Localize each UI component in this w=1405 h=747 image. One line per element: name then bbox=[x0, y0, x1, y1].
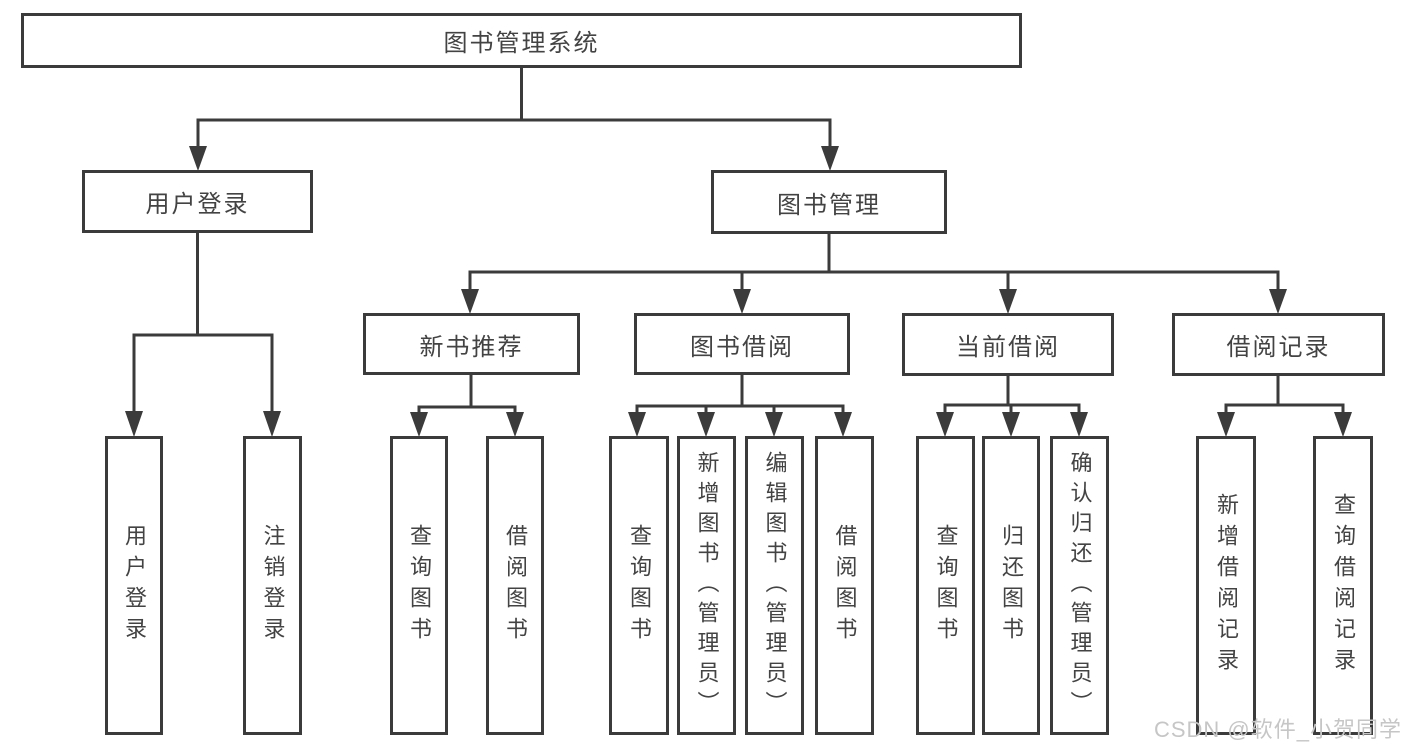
connector-newrec-to-leaves bbox=[417, 375, 517, 414]
node-book-borrow-label: 图书借阅 bbox=[690, 333, 794, 361]
connector-bookmgmt-to-level3 bbox=[468, 234, 1280, 291]
leaf-query-borrow-record-label: 查询借阅记录 bbox=[1331, 492, 1356, 679]
node-user-login: 用户登录 bbox=[82, 170, 313, 233]
arrowhead-icon bbox=[461, 289, 479, 314]
leaf-add-borrow-record: 新增借阅记录 bbox=[1196, 436, 1256, 735]
leaf-bookborrow-query-book: 查询图书 bbox=[609, 436, 669, 735]
leaf-user-login-label: 用户登录 bbox=[122, 523, 147, 648]
arrowhead-icon bbox=[1217, 412, 1235, 437]
leaf-return-book: 归还图书 bbox=[982, 436, 1040, 735]
node-new-book-recommend: 新书推荐 bbox=[363, 313, 580, 375]
arrowhead-icon bbox=[999, 289, 1017, 314]
connector-currentborrow-to-leaves bbox=[943, 376, 1081, 414]
csdn-watermark: CSDN @软件_小贺同学 bbox=[1153, 717, 1402, 742]
connector-borrowrecord-to-leaves bbox=[1224, 376, 1345, 414]
leaf-confirm-return-admin: 确认归还（管理员） bbox=[1050, 436, 1109, 735]
leaf-add-book-admin-label: 新增图书（管理员） bbox=[694, 450, 720, 721]
node-book-management: 图书管理 bbox=[711, 170, 947, 234]
leaf-add-book-admin: 新增图书（管理员） bbox=[677, 436, 736, 735]
connector-userlogin-to-leaves bbox=[132, 233, 274, 413]
connector-root-to-level2 bbox=[196, 68, 832, 147]
node-current-borrow: 当前借阅 bbox=[902, 313, 1114, 376]
arrow-heads bbox=[125, 146, 1352, 437]
node-new-book-recommend-label: 新书推荐 bbox=[419, 333, 524, 361]
leaf-logout-label: 注销登录 bbox=[260, 523, 286, 648]
leaf-currentborrow-query-book: 查询图书 bbox=[916, 436, 975, 735]
leaf-bookborrow-query-book-label: 查询图书 bbox=[627, 523, 652, 648]
arrowhead-icon bbox=[189, 146, 207, 171]
node-book-management-label: 图书管理 bbox=[777, 191, 881, 219]
leaf-edit-book-admin-label: 编辑图书（管理员） bbox=[762, 450, 788, 721]
leaf-newrec-borrow-book: 借阅图书 bbox=[486, 436, 544, 735]
leaf-logout: 注销登录 bbox=[243, 436, 302, 735]
leaf-edit-book-admin: 编辑图书（管理员） bbox=[745, 436, 804, 735]
node-book-borrow: 图书借阅 bbox=[634, 313, 850, 375]
leaf-newrec-query-book-label: 查询图书 bbox=[407, 523, 432, 648]
arrowhead-icon bbox=[733, 289, 751, 314]
arrowhead-icon bbox=[834, 412, 852, 437]
leaf-currentborrow-query-book-label: 查询图书 bbox=[933, 523, 959, 648]
leaf-newrec-borrow-book-label: 借阅图书 bbox=[503, 523, 528, 648]
leaf-add-borrow-record-label: 新增借阅记录 bbox=[1214, 492, 1239, 679]
arrowhead-icon bbox=[125, 411, 143, 437]
arrowhead-icon bbox=[821, 146, 839, 171]
leaf-bookborrow-borrow-book: 借阅图书 bbox=[815, 436, 874, 735]
arrowhead-icon bbox=[765, 412, 783, 437]
leaf-newrec-query-book: 查询图书 bbox=[390, 436, 448, 735]
arrowhead-icon bbox=[1269, 289, 1287, 314]
leaf-return-book-label: 归还图书 bbox=[999, 523, 1024, 648]
node-borrow-record-label: 借阅记录 bbox=[1226, 334, 1331, 361]
leaf-user-login: 用户登录 bbox=[105, 436, 163, 735]
arrowhead-icon bbox=[1334, 412, 1352, 437]
leaf-query-borrow-record: 查询借阅记录 bbox=[1313, 436, 1373, 735]
node-current-borrow-label: 当前借阅 bbox=[956, 334, 1060, 361]
arrowhead-icon bbox=[936, 412, 954, 437]
arrowhead-icon bbox=[628, 412, 646, 437]
arrowhead-icon bbox=[506, 412, 524, 437]
node-root-label: 图书管理系统 bbox=[443, 30, 600, 57]
arrowhead-icon bbox=[1070, 412, 1088, 437]
arrowhead-icon bbox=[263, 411, 281, 437]
arrowhead-icon bbox=[410, 412, 428, 437]
arrowhead-icon bbox=[1002, 412, 1020, 437]
node-root: 图书管理系统 bbox=[21, 13, 1022, 68]
arrowhead-icon bbox=[697, 412, 715, 437]
leaf-confirm-return-admin-label: 确认归还（管理员） bbox=[1067, 450, 1093, 721]
leaf-bookborrow-borrow-book-label: 借阅图书 bbox=[832, 523, 858, 648]
node-user-login-label: 用户登录 bbox=[145, 191, 250, 218]
node-borrow-record: 借阅记录 bbox=[1172, 313, 1385, 376]
connector-bookborrow-to-leaves bbox=[635, 375, 845, 414]
